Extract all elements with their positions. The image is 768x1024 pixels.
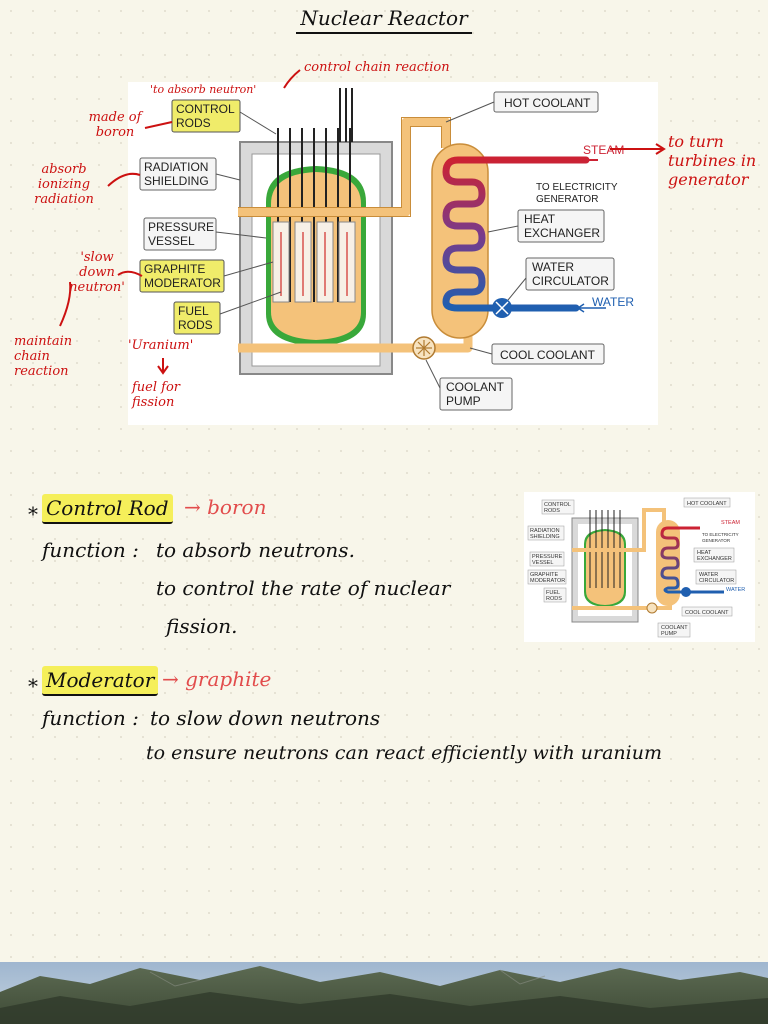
svg-text:HEAT: HEAT bbox=[524, 212, 556, 226]
svg-text:CONTROL: CONTROL bbox=[176, 102, 235, 116]
svg-text:GENERATOR: GENERATOR bbox=[702, 538, 731, 543]
svg-text:COOL COOLANT: COOL COOLANT bbox=[500, 348, 596, 362]
note-maintain-chain-reaction: maintain chain reaction bbox=[14, 334, 73, 379]
svg-text:EXCHANGER: EXCHANGER bbox=[697, 556, 732, 562]
svg-text:PUMP: PUMP bbox=[661, 631, 677, 637]
svg-text:RODS: RODS bbox=[544, 508, 560, 514]
moderator-material: → graphite bbox=[162, 667, 272, 691]
svg-text:VESSEL: VESSEL bbox=[532, 560, 553, 566]
note-to-turn-turbines: to turn turbines in generator bbox=[668, 132, 757, 189]
note-fuel-for-fission: fuel for fission bbox=[132, 380, 181, 410]
svg-text:CONTROL: CONTROL bbox=[544, 502, 571, 508]
label-fuel-rods: FUEL RODS bbox=[173, 291, 282, 335]
svg-text:WATER: WATER bbox=[726, 587, 745, 593]
reactor-diagram: CONTROL RODS RADIATION SHIELDING PRESSUR… bbox=[128, 82, 658, 425]
label-water: WATER bbox=[592, 295, 634, 309]
note-control-chain-reaction: control chain reaction bbox=[304, 60, 450, 75]
bullet-moderator: * bbox=[28, 674, 38, 698]
control-rod-function-line-3: fission. bbox=[166, 614, 238, 638]
heading-control-rod: Control Rod bbox=[42, 494, 173, 524]
label-radiation-shielding: RADIATION SHIELDING bbox=[139, 157, 241, 191]
svg-text:PUMP: PUMP bbox=[446, 394, 481, 408]
svg-text:COOL COOLANT: COOL COOLANT bbox=[685, 610, 729, 616]
svg-text:CIRCULATOR: CIRCULATOR bbox=[532, 274, 609, 288]
label-heat-exchanger: HEAT EXCHANGER bbox=[487, 209, 605, 243]
svg-text:COOLANT: COOLANT bbox=[661, 625, 688, 631]
svg-text:MODERATOR: MODERATOR bbox=[530, 578, 565, 584]
svg-text:RADIATION: RADIATION bbox=[144, 160, 208, 174]
page-title: Nuclear Reactor bbox=[0, 6, 768, 34]
svg-text:COOLANT: COOLANT bbox=[446, 380, 505, 394]
note-absorb-ionizing-radiation: absorb ionizing radiation bbox=[34, 162, 94, 207]
svg-text:SHIELDING: SHIELDING bbox=[530, 534, 560, 540]
svg-text:PRESSURE: PRESSURE bbox=[532, 554, 563, 560]
moderator-function-label: function : bbox=[42, 706, 139, 730]
svg-text:GRAPHITE: GRAPHITE bbox=[144, 262, 205, 276]
svg-text:FUEL: FUEL bbox=[546, 590, 560, 596]
control-rod-function-label: function : bbox=[42, 538, 139, 562]
label-hot-coolant: HOT COOLANT bbox=[445, 91, 599, 123]
svg-text:WATER: WATER bbox=[532, 260, 574, 274]
note-made-of-boron: made of boron bbox=[88, 110, 142, 140]
label-cool-coolant: COOL COOLANT bbox=[469, 343, 605, 365]
svg-text:RADIATION: RADIATION bbox=[530, 528, 560, 534]
svg-text:CIRCULATOR: CIRCULATOR bbox=[699, 578, 734, 584]
svg-text:HOT COOLANT: HOT COOLANT bbox=[504, 96, 591, 110]
label-graphite-moderator: GRAPHITE MODERATOR bbox=[139, 259, 274, 293]
svg-text:VESSEL: VESSEL bbox=[148, 234, 195, 248]
svg-text:RODS: RODS bbox=[176, 116, 211, 130]
label-water-circulator: WATER CIRCULATOR bbox=[507, 257, 615, 301]
label-to-electricity-1: TO ELECTRICITY bbox=[536, 182, 618, 193]
svg-text:HOT COOLANT: HOT COOLANT bbox=[687, 501, 727, 507]
note-to-absorb-neutron: 'to absorb neutron' bbox=[150, 83, 257, 96]
note-uranium: 'Uranium' bbox=[128, 338, 194, 353]
control-rod-material: → boron bbox=[184, 495, 267, 519]
label-coolant-pump: COOLANT PUMP bbox=[425, 359, 513, 411]
moderator-function-line-2: to ensure neutrons can react efficiently… bbox=[146, 742, 662, 764]
svg-text:SHIELDING: SHIELDING bbox=[144, 174, 209, 188]
svg-text:TO ELECTRICITY: TO ELECTRICITY bbox=[702, 532, 739, 537]
svg-text:STEAM: STEAM bbox=[721, 520, 740, 526]
svg-text:PRESSURE: PRESSURE bbox=[148, 220, 214, 234]
label-control-rods: CONTROL RODS bbox=[171, 99, 277, 135]
control-rod-function-line-1: to absorb neutrons. bbox=[156, 538, 355, 562]
svg-text:EXCHANGER: EXCHANGER bbox=[524, 226, 600, 240]
svg-text:RODS: RODS bbox=[178, 318, 213, 332]
svg-text:FUEL: FUEL bbox=[178, 304, 209, 318]
bullet-control-rod: * bbox=[28, 502, 38, 526]
svg-text:WATER: WATER bbox=[699, 572, 718, 578]
svg-text:RODS: RODS bbox=[546, 596, 562, 602]
label-pressure-vessel: PRESSURE VESSEL bbox=[143, 217, 267, 251]
svg-text:MODERATOR: MODERATOR bbox=[144, 276, 221, 290]
label-to-electricity-2: GENERATOR bbox=[536, 194, 598, 205]
heading-moderator: Moderator bbox=[42, 666, 159, 696]
moderator-function-line-1: to slow down neutrons bbox=[150, 706, 381, 730]
mountain-photo bbox=[0, 962, 768, 1024]
svg-text:GRAPHITE: GRAPHITE bbox=[530, 572, 558, 578]
control-rod-function-line-2: to control the rate of nuclear bbox=[156, 576, 451, 600]
label-steam: STEAM bbox=[583, 143, 624, 157]
note-slow-down-neutron: 'slow down neutron' bbox=[69, 250, 125, 295]
svg-text:HEAT: HEAT bbox=[697, 550, 712, 556]
